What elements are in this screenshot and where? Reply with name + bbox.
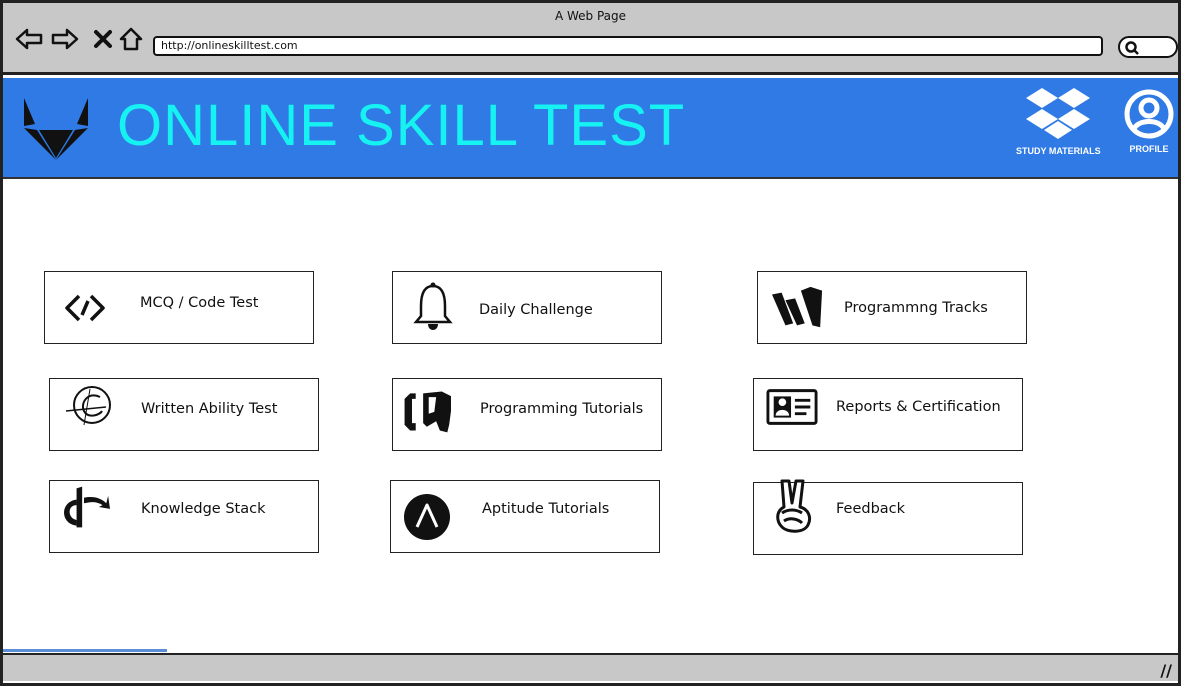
card-label: Aptitude Tutorials (482, 500, 610, 517)
card-label: Knowledge Stack (141, 500, 266, 517)
address-bar[interactable]: http://onlineskilltest.com (153, 36, 1103, 56)
site-title: ONLINE SKILL TEST (117, 93, 686, 158)
profile-label: PROFILE (1129, 144, 1169, 154)
pen-circle-icon (62, 381, 114, 433)
forward-arrow-icon (51, 28, 79, 50)
codepen-brackets-icon (399, 385, 451, 437)
card-aptitude-tutorials[interactable]: Aptitude Tutorials (390, 480, 660, 553)
user-profile-icon (1124, 89, 1174, 139)
search-icon (1125, 41, 1139, 55)
card-reports-certification[interactable]: Reports & Certification (753, 378, 1023, 451)
home-icon (119, 27, 143, 51)
window-title: A Web Page (554, 9, 627, 23)
code-brackets-icon (59, 282, 111, 334)
stop-button[interactable] (89, 25, 117, 53)
card-feedback[interactable]: Feedback (753, 479, 1023, 555)
card-label: Reports & Certification (836, 398, 1001, 415)
card-label: Daily Challenge (479, 301, 593, 318)
site-header: ONLINE SKILL TEST STUDY MATERIALS PROFIL… (3, 78, 1178, 179)
id-card-icon (766, 381, 818, 433)
card-label: Programming Tutorials (480, 400, 644, 417)
page-load-progress (3, 649, 167, 652)
ansible-a-icon (401, 491, 453, 543)
study-materials-link[interactable]: STUDY MATERIALS (1016, 88, 1101, 156)
dropbox-icon (1026, 88, 1091, 139)
card-daily-challenge[interactable]: Daily Challenge (392, 271, 662, 344)
card-label: Programmng Tracks (844, 299, 988, 316)
study-materials-label: STUDY MATERIALS (1016, 146, 1101, 156)
card-label: MCQ / Code Test (140, 294, 259, 311)
bell-icon (407, 282, 459, 334)
resize-grip-icon[interactable]: // (1160, 661, 1172, 680)
card-label: Feedback (836, 500, 906, 517)
profile-link[interactable]: PROFILE (1123, 88, 1175, 154)
fox-logo-icon (24, 98, 88, 160)
card-programming-tracks[interactable]: Programmng Tracks (757, 271, 1027, 344)
back-arrow-icon (15, 28, 43, 50)
status-bar: // (3, 653, 1178, 681)
browser-toolbar: A Web Page http://onlineskilltest.com (3, 3, 1178, 75)
card-label: Written Ability Test (141, 400, 278, 417)
card-mcq-code-test[interactable]: MCQ / Code Test (44, 271, 314, 344)
home-button[interactable] (117, 25, 145, 53)
card-written-ability-test[interactable]: Written Ability Test (49, 378, 319, 451)
peace-hand-icon (768, 479, 820, 533)
openid-icon (58, 481, 110, 533)
tracks-logo-icon (772, 282, 824, 334)
card-knowledge-stack[interactable]: Knowledge Stack (49, 480, 319, 553)
close-icon (94, 30, 112, 48)
forward-button[interactable] (51, 25, 79, 53)
back-button[interactable] (15, 25, 43, 53)
card-programming-tutorials[interactable]: Programming Tutorials (392, 378, 662, 451)
browser-search-field[interactable] (1118, 36, 1178, 58)
